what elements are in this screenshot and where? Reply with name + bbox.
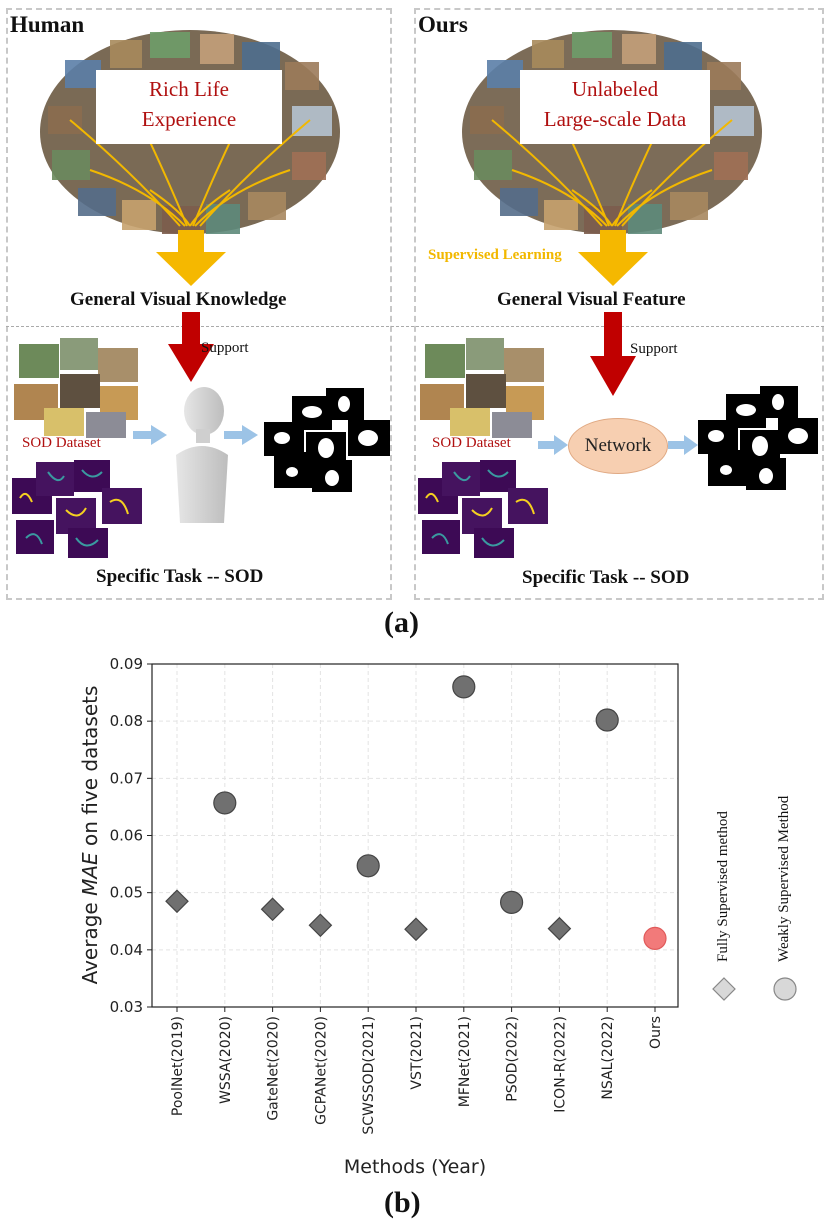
unlabeled-data-box: Unlabeled Large-scale Data xyxy=(520,70,710,144)
y-ticks: 0.03 0.04 0.05 0.06 0.07 0.08 0.09 xyxy=(110,655,152,1016)
unlabeled-line1: Unlabeled xyxy=(571,77,659,101)
human-figure xyxy=(176,387,228,523)
unlabeled-line2: Large-scale Data xyxy=(543,107,687,131)
general-visual-knowledge: General Visual Knowledge xyxy=(70,289,287,310)
header-human: Human xyxy=(10,12,85,37)
caption-a: (a) xyxy=(384,606,419,639)
y-tick-label: 0.07 xyxy=(110,769,143,787)
x-tick-label: PSOD(2022) xyxy=(505,1016,521,1102)
x-tick-label: VST(2021) xyxy=(409,1016,425,1090)
left-saliency-maps xyxy=(264,388,390,492)
y-tick-label: 0.06 xyxy=(110,827,143,845)
left-down-arrow-yellow xyxy=(156,230,226,286)
y-tick-label: 0.03 xyxy=(110,998,143,1016)
left-task-label: Specific Task -- SOD xyxy=(96,566,264,587)
x-tick-label: PoolNet(2019) xyxy=(170,1016,186,1116)
caption-b: (b) xyxy=(384,1186,421,1219)
scatter-chart: 0.03 0.04 0.05 0.06 0.07 0.08 0.09 PoolNet(201… xyxy=(78,655,797,1178)
y-tick-label: 0.08 xyxy=(110,712,143,730)
x-ticks: PoolNet(2019) WSSA(2020) GateNet(2020) GCPA… xyxy=(170,1007,664,1135)
right-edge-maps xyxy=(418,460,548,558)
x-tick-label: MFNet(2021) xyxy=(457,1016,473,1107)
right-support-label: Support xyxy=(630,341,678,357)
left-blue-arrow-1 xyxy=(133,425,167,445)
point-diamond xyxy=(547,916,572,941)
general-visual-feature: General Visual Feature xyxy=(497,289,686,310)
y-tick-label: 0.05 xyxy=(110,884,143,902)
right-sod-images xyxy=(420,338,544,438)
y-tick-label: 0.09 xyxy=(110,655,143,673)
point-circle xyxy=(595,708,619,732)
x-tick-label: Ours xyxy=(648,1016,664,1049)
right-task-label: Specific Task -- SOD xyxy=(522,567,690,588)
left-sod-images xyxy=(14,338,138,438)
x-tick-label: SCWSSOD(2021) xyxy=(361,1016,377,1135)
right-support-arrow xyxy=(590,312,636,396)
x-axis-label: Methods (Year) xyxy=(344,1156,486,1178)
x-tick-label: GCPANet(2020) xyxy=(313,1016,329,1125)
network-ellipse: Network xyxy=(568,418,668,474)
rich-life-line1: Rich Life xyxy=(149,77,229,101)
header-ours: Ours xyxy=(418,12,468,37)
left-panel xyxy=(6,8,392,600)
data-marks xyxy=(165,675,667,951)
left-support-label: Support xyxy=(201,340,249,356)
left-edge-maps xyxy=(12,460,142,558)
legend-fully-supervised: Fully Supervised method xyxy=(715,811,731,962)
thumbnail-tiles xyxy=(48,32,332,234)
y-tick-label: 0.04 xyxy=(110,941,143,959)
point-ours xyxy=(643,926,667,951)
point-circle xyxy=(452,675,476,699)
y-axis-label: Average MAE on five datasets xyxy=(78,686,102,985)
point-diamond xyxy=(308,913,333,938)
left-support-arrow xyxy=(168,312,214,382)
right-sod-dataset-label: SOD Dataset xyxy=(432,435,511,451)
right-blue-arrow-2 xyxy=(668,435,698,455)
point-circle xyxy=(500,890,524,914)
left-sod-dataset-label: SOD Dataset xyxy=(22,435,101,451)
legend-circle-marker xyxy=(773,977,797,1001)
left-blue-arrow-2 xyxy=(224,425,258,445)
rich-life-line2: Experience xyxy=(141,107,237,131)
legend-weakly-supervised: Weakly Supervised Method xyxy=(776,795,792,962)
point-circle xyxy=(356,854,380,878)
point-diamond xyxy=(260,897,285,922)
rich-life-box: Rich Life Experience xyxy=(96,70,282,144)
x-tick-label: NSAL(2022) xyxy=(600,1016,616,1100)
legend-diamond-marker xyxy=(712,977,736,1001)
supervised-learning-label: Supervised Learning xyxy=(428,247,562,263)
right-saliency-maps xyxy=(698,386,818,490)
point-diamond xyxy=(404,917,428,942)
right-panel xyxy=(414,8,824,600)
point-diamond xyxy=(165,889,189,914)
x-tick-label: WSSA(2020) xyxy=(218,1016,234,1104)
right-blue-arrow-1 xyxy=(538,435,568,455)
divider-line xyxy=(6,326,824,327)
right-down-arrow-yellow xyxy=(578,230,648,286)
point-circle xyxy=(213,791,237,815)
x-tick-label: GateNet(2020) xyxy=(266,1016,282,1121)
x-tick-label: ICON-R(2022) xyxy=(552,1016,568,1113)
